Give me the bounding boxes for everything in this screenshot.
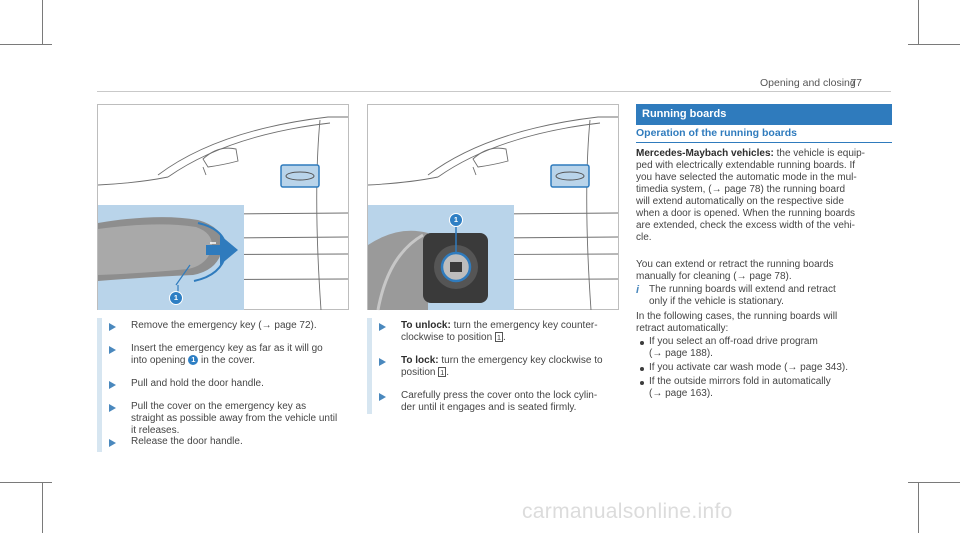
bullet-line: If you activate car wash mode (→ page 34… xyxy=(649,362,848,373)
crop-mark xyxy=(0,44,52,45)
bullet-icon xyxy=(640,341,644,345)
figure-lock-cylinder: 1 xyxy=(367,104,619,311)
bullet-line: (→ page 163). xyxy=(649,388,713,399)
page-number: 77 xyxy=(850,77,862,89)
step-arrow-icon xyxy=(379,393,386,401)
callout-1-inline: 1 xyxy=(188,355,199,365)
step-label: To lock: xyxy=(401,355,439,366)
bullet-line: If the outside mirrors fold in automatic… xyxy=(649,376,831,387)
step-arrow-icon xyxy=(109,404,116,412)
step-text: Insert the emergency key as far as it wi… xyxy=(131,343,323,354)
text-line: manually for cleaning (→ page 78). xyxy=(636,271,792,282)
crop-mark xyxy=(908,44,960,45)
step-arrow-icon xyxy=(109,323,116,331)
text-line: Mercedes-Maybach vehicles: the vehicle i… xyxy=(636,148,865,161)
bullet-line: (→ page 188). xyxy=(649,348,713,359)
text-line: ped with electrically extendable running… xyxy=(636,160,856,171)
subsection-title: Operation of the running boards xyxy=(636,127,797,139)
step-text: Remove the emergency key (→ page 72). xyxy=(131,320,317,331)
step-text: Release the door handle. xyxy=(131,436,243,447)
step-text-line2: position 1. xyxy=(401,367,449,380)
callout-1: 1 xyxy=(449,213,463,227)
step-arrow-icon xyxy=(109,381,116,389)
step-arrow-icon xyxy=(109,439,116,447)
watermark: carmanualsonline.info xyxy=(522,500,733,523)
text-line: You can extend or retract the running bo… xyxy=(636,259,834,270)
text-line: cle. xyxy=(636,232,652,243)
lead-label: Mercedes-Maybach vehicles: xyxy=(636,148,774,159)
text-line: when a door is opened. When the running … xyxy=(636,208,856,219)
step-text-line2: der until it engages and is seated firml… xyxy=(401,402,577,413)
step-text-part: turn the emergency key counter- xyxy=(450,320,598,331)
step-text-part: into opening xyxy=(131,355,189,366)
note-line: only if the vehicle is stationary. xyxy=(649,296,784,307)
text-line: retract automatically: xyxy=(636,323,729,334)
step-text-part: in the cover. xyxy=(198,355,255,366)
crop-mark xyxy=(42,0,43,45)
step-label: To unlock: xyxy=(401,320,451,331)
step-text-part: position xyxy=(401,367,439,378)
step-text: Carefully press the cover onto the lock … xyxy=(401,390,598,401)
step-arrow-icon xyxy=(379,323,386,331)
bullet-line: If you select an off-road drive program xyxy=(649,336,818,347)
step-text-line2: clockwise to position 1. xyxy=(401,332,506,345)
step-text-part: turn the emergency key clockwise to xyxy=(438,355,603,366)
step-text-part: . xyxy=(446,367,450,378)
figure-door-handle-cover: 1 xyxy=(97,104,349,311)
steps-bar xyxy=(367,318,372,414)
text-line: are extended, check the excess width of … xyxy=(636,220,856,231)
step-text-line2: straight as possible away from the vehic… xyxy=(131,413,338,424)
step-arrow-icon xyxy=(109,346,116,354)
position-box: 1 xyxy=(494,332,503,342)
section-heading: Running boards xyxy=(636,104,892,125)
bullet-icon xyxy=(640,367,644,371)
crop-mark xyxy=(908,482,960,483)
text-line: will extend automatically on the respect… xyxy=(636,196,844,207)
crop-mark xyxy=(0,482,52,483)
header-title: Opening and closing xyxy=(760,77,856,89)
crop-mark xyxy=(42,482,43,533)
callout-1: 1 xyxy=(169,291,183,305)
step-text: To unlock: turn the emergency key counte… xyxy=(401,320,598,333)
step-text: Pull the cover on the emergency key as xyxy=(131,401,307,412)
crop-mark xyxy=(918,0,919,45)
position-box: 1 xyxy=(438,367,447,377)
step-text: To lock: turn the emergency key clockwis… xyxy=(401,355,603,368)
step-arrow-icon xyxy=(379,358,386,366)
text-part: the vehicle is equip- xyxy=(773,148,866,159)
subsection-rule xyxy=(636,142,892,143)
step-text-part: clockwise to position xyxy=(401,332,495,343)
bullet-icon xyxy=(640,381,644,385)
text-line: In the following cases, the running boar… xyxy=(636,311,838,322)
step-text-part: . xyxy=(502,332,506,343)
text-line: you have selected the automatic mode in … xyxy=(636,172,857,183)
section-title: Running boards xyxy=(642,108,727,120)
step-text-line2: into opening 1 in the cover. xyxy=(131,355,255,368)
step-text: Pull and hold the door handle. xyxy=(131,378,264,389)
info-note-icon: i xyxy=(636,284,640,296)
step-text-line3: it releases. xyxy=(131,425,180,436)
note-line: The running boards will extend and retra… xyxy=(649,284,836,295)
crop-mark xyxy=(918,482,919,533)
steps-bar xyxy=(97,318,102,452)
text-line: timedia system, (→ page 78) the running … xyxy=(636,184,845,195)
header-rule xyxy=(97,91,891,92)
